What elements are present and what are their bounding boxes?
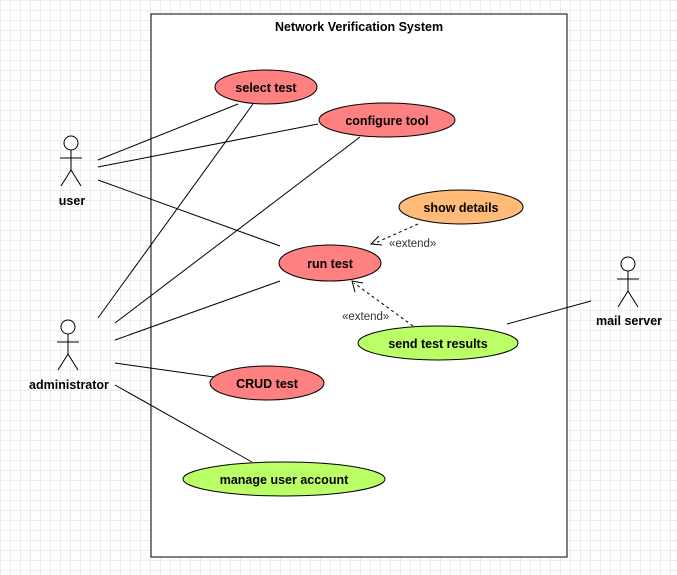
assoc-user-select-test — [97, 103, 239, 161]
assoc-admin-manage-user-account — [114, 384, 253, 463]
usecase-ellipse — [209, 365, 325, 401]
assoc-admin-crud-test — [114, 362, 215, 378]
extend-label-2: «extend» — [342, 311, 389, 323]
usecase-send-test-results[interactable]: send test results — [357, 325, 519, 361]
usecase-label: select test — [235, 81, 297, 95]
usecase-run-test[interactable]: run test — [278, 244, 382, 282]
usecase-ellipse — [214, 69, 318, 105]
usecase-ellipse — [278, 244, 382, 282]
usecase-configure-tool[interactable]: configure tool — [318, 102, 456, 138]
actor-label-user: user — [59, 194, 86, 208]
usecase-label: show details — [423, 201, 498, 215]
actor-mail-server[interactable] — [617, 256, 639, 308]
system-title: Network Verification System — [275, 20, 443, 34]
assoc-admin-configure-tool — [114, 136, 361, 324]
extend-line-show-details — [372, 223, 419, 245]
usecase-ellipse — [357, 325, 519, 361]
actor-user[interactable] — [60, 135, 82, 187]
usecase-ellipse — [318, 102, 456, 138]
actor-head — [60, 319, 76, 335]
extend-arrowhead-show-details — [369, 235, 383, 246]
assoc-admin-run-test — [114, 280, 281, 341]
actor-left-leg — [57, 353, 69, 371]
assoc-admin-select-test — [97, 103, 254, 319]
usecase-label: configure tool — [345, 114, 428, 128]
actor-right-leg — [627, 290, 639, 308]
actor-label-administrator: administrator — [29, 378, 109, 392]
assoc-user-run-test — [97, 179, 281, 247]
extend-arrowhead-send-results — [351, 280, 364, 293]
usecase-ellipse — [182, 461, 386, 497]
assoc-mailserver-send-results — [506, 300, 592, 325]
usecase-crud-test[interactable]: CRUD test — [209, 365, 325, 401]
assoc-user-configure-tool — [97, 123, 319, 168]
usecase-ellipse — [398, 189, 524, 225]
actor-left-leg — [60, 169, 72, 187]
actor-head — [620, 256, 636, 272]
extend-line-send-results — [353, 282, 414, 327]
usecase-select-test[interactable]: select test — [214, 69, 318, 105]
usecase-label: manage user account — [220, 473, 349, 487]
actor-label-mail-server: mail server — [596, 314, 662, 328]
actor-administrator[interactable] — [57, 319, 79, 371]
usecase-label: send test results — [388, 337, 487, 351]
actor-left-leg — [617, 290, 629, 308]
usecase-label: CRUD test — [236, 377, 299, 391]
extend-label-1: «extend» — [389, 238, 436, 250]
usecase-label: run test — [307, 257, 354, 271]
actor-right-leg — [70, 169, 82, 187]
usecase-show-details[interactable]: show details — [398, 189, 524, 225]
actor-right-leg — [67, 353, 79, 371]
actor-head — [63, 135, 79, 151]
usecase-manage-user-account[interactable]: manage user account — [182, 461, 386, 497]
